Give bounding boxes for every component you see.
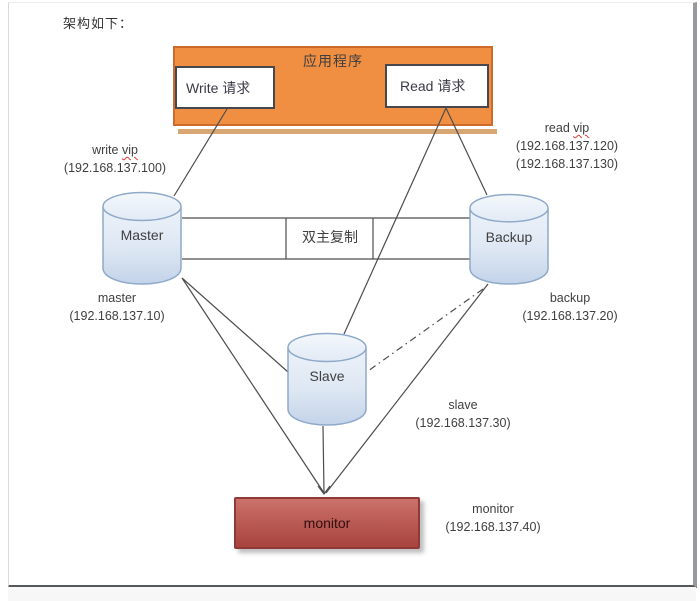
database-cylinder-icon: [287, 332, 367, 426]
read-vip-ip-1: (192.168.137.120): [515, 139, 619, 153]
read-vip-name: read vip: [544, 121, 590, 135]
backup-name: backup: [549, 291, 591, 305]
write-request-box: Write 请求: [175, 66, 275, 109]
master-db-node: Master: [102, 191, 182, 285]
replication-label: 双主复制: [302, 229, 358, 245]
master-name: master: [97, 291, 137, 305]
write-vip-ip: (192.168.137.100): [63, 161, 167, 175]
monitor-name: monitor: [472, 502, 514, 516]
write-vip-annotation: write vip (192.168.137.100): [40, 141, 190, 177]
master-label: Master: [120, 227, 164, 243]
application-layer-label: 应用程序: [303, 53, 363, 69]
monitor-annotation: monitor (192.168.137.40): [423, 500, 563, 536]
read-request-label: Read 请求: [400, 78, 466, 94]
slave-label: Slave: [309, 368, 345, 384]
page-bottom-margin: [8, 587, 696, 601]
master-ip: (192.168.137.10): [69, 309, 165, 323]
monitor-label: monitor: [303, 515, 351, 531]
read-request-box: Read 请求: [385, 64, 489, 108]
backup-ip: (192.168.137.20): [522, 309, 618, 323]
backup-annotation: backup (192.168.137.20): [496, 289, 644, 325]
slave-name: slave: [448, 398, 478, 412]
master-annotation: master (192.168.137.10): [43, 289, 191, 325]
backup-label: Backup: [485, 229, 533, 245]
read-vip-ip-2: (192.168.137.130): [515, 157, 619, 171]
database-cylinder-icon: [469, 193, 549, 285]
read-vip-annotation: read vip (192.168.137.120) (192.168.137.…: [493, 119, 641, 173]
monitor-node: monitor: [234, 497, 420, 549]
monitor-ip: (192.168.137.40): [445, 520, 541, 534]
write-request-label: Write 请求: [186, 79, 251, 96]
write-vip-name: write vip: [92, 143, 138, 157]
slave-db-node: Slave: [287, 332, 367, 426]
application-layer-shadow: [178, 129, 497, 134]
database-cylinder-icon: [102, 191, 182, 285]
section-title: 架构如下：: [63, 16, 134, 31]
backup-db-node: Backup: [469, 193, 549, 285]
slave-annotation: slave (192.168.137.30): [393, 396, 533, 432]
slave-ip: (192.168.137.30): [415, 416, 511, 430]
